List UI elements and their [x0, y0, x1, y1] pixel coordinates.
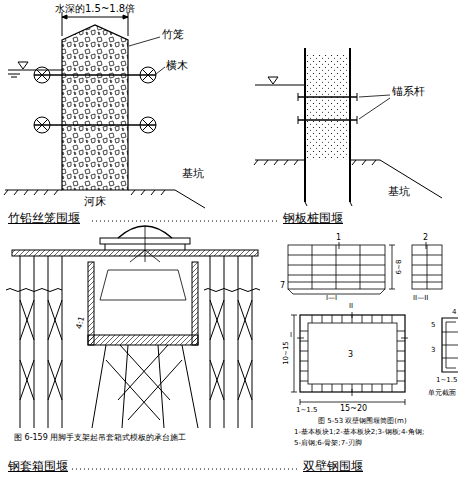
figure-caption: 钢套箱围堰: [8, 460, 68, 474]
legend-note: 5-肩钢;6-骨架;7-刃脚: [294, 439, 362, 447]
callout-number: 7: [280, 281, 285, 290]
legend-note: 1-基本板块1;2-基本板块2;3-钢板;4-角钢;: [294, 428, 424, 436]
figure-caption: 双壁钢围堰: [303, 460, 363, 474]
part-label: 基坑: [388, 186, 410, 199]
part-label: 锚系杆: [392, 86, 425, 99]
figure-title: 图 6-159 用脚手支架起吊套箱式模板的承台施工: [14, 433, 186, 442]
callout-number: 3: [348, 350, 353, 359]
callout-number: 3: [431, 346, 435, 354]
callout-number: 4: [452, 308, 456, 316]
dimension-label: 水深的1.5~1.8倍: [55, 3, 135, 15]
callout-number: 2: [423, 233, 428, 242]
double-wall-figure: [288, 242, 458, 405]
dimension-label: 15~20: [340, 404, 367, 413]
figure-title: 图 5-53 双壁钢围堰简图(m): [318, 417, 407, 425]
view-label: 单元截面: [428, 389, 456, 397]
dimension-label: 1~1.5: [296, 406, 317, 414]
dimension-label: 10~15: [282, 341, 290, 365]
figure-caption: 竹铅丝笼围堰: [8, 212, 80, 226]
part-label: 竹笼: [162, 29, 184, 42]
section-label: I—I: [326, 294, 337, 302]
steel-box-figure: [6, 226, 260, 428]
figure-caption: 钢板桩围堰: [283, 212, 343, 226]
part-label: 横木: [166, 60, 188, 73]
callout-number: 1: [336, 233, 341, 242]
callout-number: 5: [431, 321, 435, 329]
sheet-pile-figure: [254, 48, 442, 206]
section-marker: I: [290, 331, 292, 339]
part-label: 基坑: [182, 168, 204, 181]
part-label: 河床: [84, 196, 106, 209]
section-label: II—II: [413, 294, 428, 302]
dimension-label: 6~8: [395, 260, 403, 275]
section-marker: II: [349, 302, 353, 310]
dimension-label: 1~1.5: [436, 376, 457, 384]
slope-label: 4:1: [74, 315, 86, 330]
bamboo-cage-figure: [4, 12, 205, 208]
